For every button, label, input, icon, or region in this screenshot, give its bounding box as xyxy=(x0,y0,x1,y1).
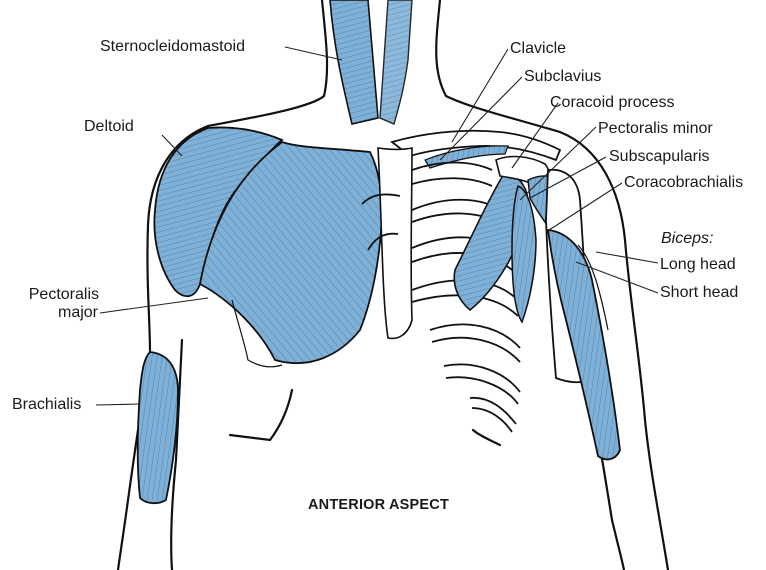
brachialis-muscle xyxy=(138,352,178,503)
caption-anterior-aspect: ANTERIOR ASPECT xyxy=(308,496,449,514)
label-deltoid: Deltoid xyxy=(84,118,134,136)
sternocleidomastoid-muscle xyxy=(330,0,378,124)
label-biceps: Biceps: xyxy=(661,230,713,248)
sternum-bone xyxy=(378,148,412,338)
label-pectoralis-major-line2: major xyxy=(0,304,98,322)
label-pectoralis-minor: Pectoralis minor xyxy=(598,120,713,138)
label-coracobrachialis: Coracobrachialis xyxy=(624,174,743,192)
label-short-head: Short head xyxy=(660,284,738,302)
label-brachialis: Brachialis xyxy=(12,396,81,414)
label-subclavius: Subclavius xyxy=(524,68,601,86)
label-coracoid-process: Coracoid process xyxy=(550,94,675,112)
label-clavicle: Clavicle xyxy=(510,40,566,58)
label-long-head: Long head xyxy=(660,256,736,274)
coracobrachialis-muscle xyxy=(512,186,536,322)
label-sternocleidomastoid: Sternocleidomastoid xyxy=(100,38,245,56)
label-pectoralis-major-line1: Pectoralis xyxy=(0,286,99,304)
label-subscapularis: Subscapularis xyxy=(609,148,710,166)
